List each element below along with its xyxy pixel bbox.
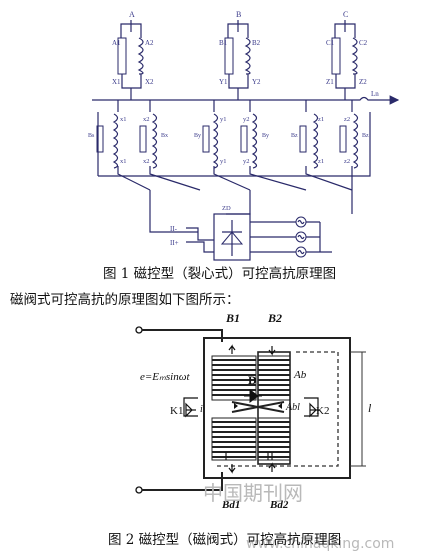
terminal-c1: C1 [326, 39, 335, 47]
top-coil-b: B1 B2 Y1 Y2 [219, 37, 261, 86]
source-terminal-top [135, 326, 143, 334]
ac-source-2 [295, 231, 307, 243]
terminal-y1-bottom: y1 [220, 158, 227, 165]
top-coil-c: C1 C2 Z1 Z2 [326, 37, 368, 86]
source-terminal-bottom [135, 486, 143, 494]
terminal-b2: B2 [252, 39, 261, 47]
control-box-label: ZD [222, 205, 231, 212]
terminal-y2-top: y2 [243, 116, 250, 123]
terminal-z2-bottom: z2 [344, 158, 350, 165]
limb-label-ii: II [266, 449, 274, 463]
area-label-abl: Abl [285, 402, 300, 413]
label-bd1: Bd1 [221, 499, 240, 511]
figure2-caption: 图 2 磁控型（磁阀式）可控高抗原理图 [108, 532, 342, 548]
terminal-z2: Z2 [359, 78, 367, 86]
terminal-z1-top: z1 [318, 116, 324, 123]
terminal-z2-top: z2 [344, 116, 350, 123]
terminal-y2-bottom: y2 [243, 158, 250, 165]
figure1-diagram: A B C A1 A2 X1 X2 B1 B2 Y1 Y2 C1 C2 [88, 10, 400, 261]
thyristor-k1: K1 [170, 397, 198, 418]
label-b2: B2 [267, 311, 282, 325]
switch-label-k1: K1 [170, 405, 183, 417]
terminal-a1: A1 [112, 39, 121, 47]
area-label-ab: Ab [293, 369, 307, 381]
phase-label-a: A [129, 10, 135, 19]
core-frame [203, 337, 351, 479]
terminal-x2: X2 [145, 78, 154, 86]
coil-label-bx: Bx [161, 133, 168, 139]
top-coil-a: A1 A2 X1 X2 [112, 37, 154, 86]
length-label: l [368, 401, 372, 415]
thyristor-k2: K2 [304, 397, 329, 418]
lower-coil-pair-x: x1 x1 Bs x2 x2 Bx [88, 113, 168, 169]
ac-source-1 [295, 216, 307, 228]
terminal-z1: Z1 [326, 78, 334, 86]
terminal-y2: Y2 [252, 78, 261, 86]
winding-right-upper [257, 355, 291, 401]
figure2-diagram: e=Eₘsinωt l B1 B2 Bd1 Bd2 [135, 311, 372, 511]
coil-label-by-left: By [194, 133, 201, 139]
coil-label-bz-right: Bz [362, 133, 369, 139]
switch-label-k2: K2 [316, 405, 329, 417]
control-rectifier-box: ZD [213, 205, 251, 261]
terminal-x1-top: x1 [120, 116, 127, 123]
terminal-x2-bottom: x2 [143, 158, 150, 165]
lower-coil-pair-y: y1 y1 By y2 y2 By [194, 113, 269, 169]
terminal-a2: A2 [145, 39, 154, 47]
intro-text: 磁阀式可控高抗的原理图如下图所示： [10, 292, 240, 308]
coil-label-by-right: By [262, 133, 269, 139]
terminal-x2-top: x2 [143, 116, 150, 123]
diode-label-d: D [248, 373, 257, 387]
phase-label-c: C [343, 10, 348, 19]
coil-label-bz-left: Bz [291, 133, 298, 139]
terminal-c2: C2 [359, 39, 368, 47]
terminal-x1-bottom: x1 [120, 158, 127, 165]
winding-left-upper [211, 355, 257, 401]
terminal-z1-bottom: z1 [318, 158, 324, 165]
winding-right-lower [257, 417, 291, 461]
terminal-b1: B1 [219, 39, 228, 47]
lower-coil-pair-z: z1 z1 Bz z2 z2 Bz [291, 113, 369, 169]
label-bd2: Bd2 [269, 499, 289, 511]
terminal-ii-minus: II- [170, 225, 178, 233]
source-voltage-label: e=Eₘsinωt [140, 371, 190, 383]
figure1-caption: 图 1 磁控型（裂心式）可控高抗原理图 [103, 266, 337, 282]
watermark-cn: 中国期刊网 [203, 481, 303, 505]
neutral-label: Ln [371, 90, 379, 98]
terminal-y1: Y1 [219, 78, 228, 86]
terminal-ii-plus: II+ [170, 239, 179, 247]
terminal-y1-top: y1 [220, 116, 227, 123]
label-b1: B1 [225, 311, 240, 325]
winding-left-lower [211, 417, 257, 461]
current-label: i [200, 404, 203, 415]
phase-label-b: B [236, 10, 241, 19]
coil-label-bs: Bs [88, 133, 95, 139]
watermark-url: www.chinaqking.com [246, 536, 394, 552]
limb-label-i: I [224, 449, 228, 463]
ac-source-3 [295, 246, 307, 258]
terminal-x1: X1 [112, 78, 121, 86]
